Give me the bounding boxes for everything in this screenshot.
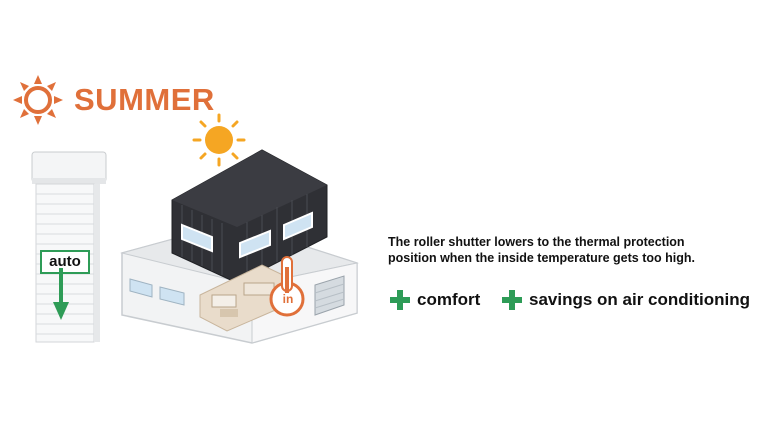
thermometer-icon <box>269 256 305 317</box>
plus-icon <box>502 290 522 310</box>
house-illustration <box>120 149 359 344</box>
arrow-down-icon <box>53 268 69 320</box>
description-text: The roller shutter lowers to the thermal… <box>388 235 695 265</box>
auto-mode-label: auto <box>40 250 90 274</box>
sun-icon <box>192 113 246 167</box>
benefit-savings: savings on air conditioning <box>502 286 750 314</box>
plus-icon <box>390 290 410 310</box>
thermometer-label: in <box>282 292 294 306</box>
benefit-label: savings on air conditioning <box>529 290 751 309</box>
benefit-label: comfort <box>417 290 481 309</box>
season-title: SUMMER <box>74 82 215 117</box>
sun-outline-icon <box>13 75 63 125</box>
benefit-comfort: comfort <box>390 286 480 314</box>
